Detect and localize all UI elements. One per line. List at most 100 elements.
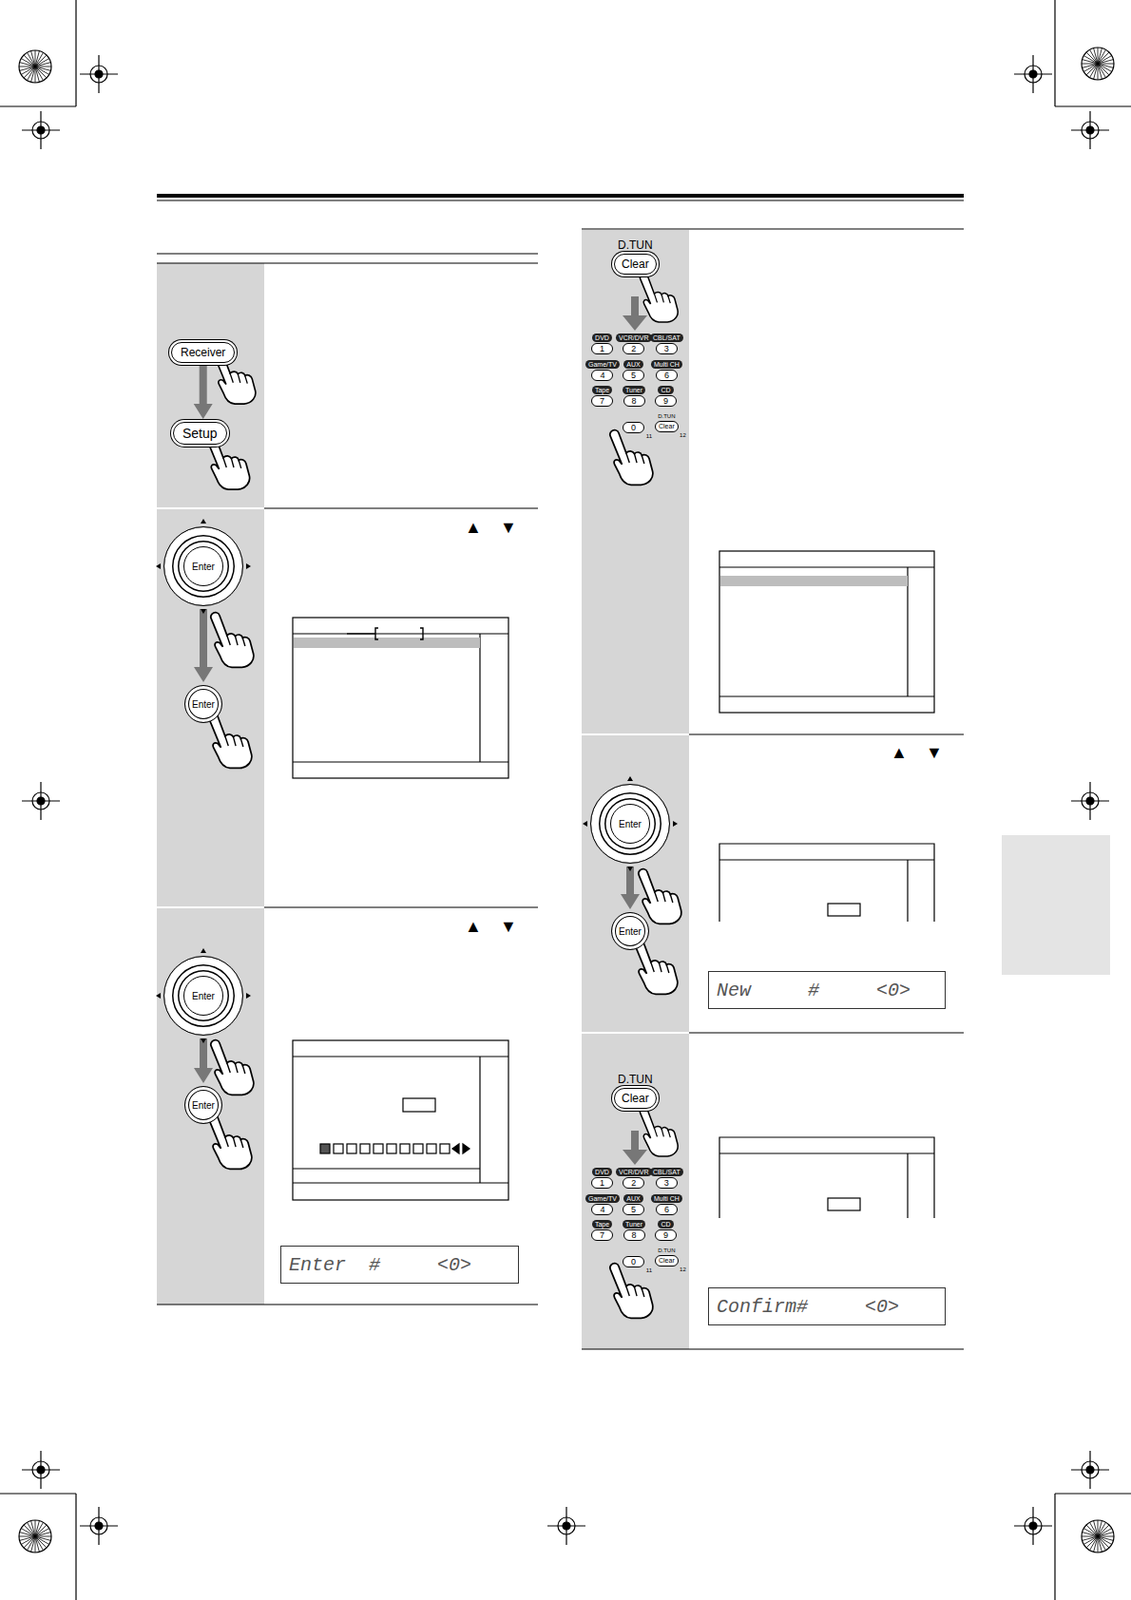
remote-button: Setup bbox=[172, 421, 228, 445]
cursor-arrow-symbol: ▲ bbox=[890, 743, 908, 764]
button-label: Clear bbox=[613, 253, 657, 275]
enter-label: Enter bbox=[191, 561, 215, 573]
front-panel-display: New # <0> bbox=[708, 971, 946, 1010]
key-number: 8 bbox=[623, 1229, 646, 1242]
front-panel-display: Enter # <0> bbox=[280, 1246, 519, 1285]
input-selector-label: Tuner bbox=[622, 385, 646, 395]
enter-label: Enter bbox=[191, 991, 215, 1002]
cursor-arrow-symbol: ▲ bbox=[464, 517, 482, 538]
button-label: Setup bbox=[182, 425, 218, 441]
number-key: Game/TV4 bbox=[585, 360, 620, 382]
number-key: D.TUNClear12 bbox=[654, 412, 679, 433]
number-key: AUX5 bbox=[622, 1194, 645, 1216]
display-text: New # <0> bbox=[716, 979, 911, 1002]
enter-button: Enter bbox=[184, 685, 223, 724]
number-key: VCR/DVR2 bbox=[615, 333, 652, 355]
number-key: Tuner8 bbox=[622, 385, 646, 407]
key-number: 3 bbox=[655, 343, 678, 355]
input-selector-label: CBL/SAT bbox=[650, 1168, 684, 1177]
key-number: 2 bbox=[622, 343, 645, 355]
input-selector-label: DVD bbox=[592, 333, 613, 343]
number-key: CBL/SAT3 bbox=[650, 333, 684, 355]
number-key: 011 bbox=[622, 412, 645, 434]
key-number: 1 bbox=[591, 343, 614, 355]
number-key: CD9 bbox=[654, 1220, 677, 1242]
display-text: Enter # <0> bbox=[288, 1254, 472, 1277]
cursor-arrow-symbol: ▲ bbox=[464, 917, 482, 938]
key-number: 9 bbox=[654, 395, 677, 407]
cursor-pad: Enter bbox=[163, 956, 244, 1036]
button-label: Clear bbox=[654, 1255, 679, 1267]
input-selector-label: CD bbox=[657, 1220, 673, 1229]
key-number: 3 bbox=[655, 1177, 678, 1189]
key-number: 2 bbox=[622, 1177, 645, 1189]
enter-label: Enter bbox=[618, 819, 642, 830]
number-key: DVD1 bbox=[591, 333, 614, 355]
key-sub-number: 11 bbox=[646, 433, 652, 440]
input-selector-label: Game/TV bbox=[585, 360, 620, 369]
key-number: 4 bbox=[591, 369, 614, 382]
front-panel-display: Confirm# <0> bbox=[708, 1287, 946, 1326]
number-key: Tuner8 bbox=[622, 1220, 646, 1242]
cursor-arrow-symbol: ▼ bbox=[499, 517, 518, 538]
button-caption: D.TUN bbox=[617, 238, 653, 252]
input-selector-label: Tape bbox=[592, 385, 613, 395]
clear-button: D.TUNClear bbox=[613, 238, 657, 275]
key-number: 8 bbox=[623, 395, 646, 407]
number-key: D.TUNClear12 bbox=[654, 1246, 679, 1267]
input-selector-label: Tape bbox=[592, 1220, 613, 1229]
enter-label: Enter bbox=[618, 926, 642, 938]
number-key: 011 bbox=[622, 1246, 645, 1268]
button-label: Clear bbox=[613, 1088, 657, 1110]
key-number: 0 bbox=[622, 421, 645, 434]
input-selector-label: VCR/DVR bbox=[615, 333, 652, 343]
key-sub-number: 12 bbox=[679, 1266, 687, 1273]
cursor-pad: Enter bbox=[163, 526, 244, 607]
cursor-pad: Enter bbox=[590, 784, 671, 864]
key-number: 5 bbox=[622, 1204, 645, 1216]
number-key: Tape7 bbox=[591, 1220, 614, 1242]
number-key: Multi CH6 bbox=[651, 1194, 683, 1216]
number-key: CD9 bbox=[654, 385, 677, 407]
key-number: 9 bbox=[654, 1229, 677, 1242]
button-caption: D.TUN bbox=[657, 412, 675, 421]
input-selector-label: AUX bbox=[623, 360, 643, 369]
button-caption: D.TUN bbox=[617, 1073, 653, 1087]
key-number: 4 bbox=[591, 1204, 614, 1216]
display-text: Confirm# <0> bbox=[716, 1296, 900, 1319]
key-number: 7 bbox=[591, 1229, 614, 1242]
enter-center: Enter bbox=[183, 976, 224, 1016]
step-arrow bbox=[193, 365, 213, 420]
button-label: Receiver bbox=[180, 345, 226, 360]
input-selector-label: Game/TV bbox=[585, 1194, 620, 1204]
enter-label: Enter bbox=[191, 1100, 215, 1112]
input-selector-label: Multi CH bbox=[651, 360, 683, 369]
key-sub-number: 11 bbox=[646, 1267, 652, 1274]
key-number: 7 bbox=[591, 395, 614, 407]
button-label: Clear bbox=[654, 421, 679, 433]
enter-button: Enter bbox=[184, 1086, 223, 1125]
input-selector-label: Multi CH bbox=[651, 1194, 683, 1204]
enter-center: Enter bbox=[183, 546, 224, 587]
input-selector-label: CBL/SAT bbox=[650, 333, 684, 343]
clear-button: D.TUNClear bbox=[613, 1073, 657, 1110]
step-arrow bbox=[620, 866, 640, 910]
key-number: 0 bbox=[622, 1256, 645, 1268]
key-number: 1 bbox=[591, 1177, 614, 1189]
key-number: 6 bbox=[655, 1204, 678, 1216]
number-key: DVD1 bbox=[591, 1168, 614, 1189]
number-key: Tape7 bbox=[591, 385, 614, 407]
input-selector-label: CD bbox=[657, 385, 673, 395]
number-key: AUX5 bbox=[622, 360, 645, 382]
input-selector-label: AUX bbox=[623, 1194, 643, 1204]
key-number: 6 bbox=[655, 369, 678, 382]
input-selector-label: VCR/DVR bbox=[615, 1168, 652, 1177]
enter-button: Enter bbox=[611, 912, 650, 951]
enter-center: Enter bbox=[610, 804, 651, 844]
enter-label: Enter bbox=[191, 699, 215, 710]
button-caption: D.TUN bbox=[657, 1246, 675, 1255]
remote-button: Receiver bbox=[171, 342, 235, 364]
cursor-arrow-symbol: ▼ bbox=[925, 743, 943, 764]
